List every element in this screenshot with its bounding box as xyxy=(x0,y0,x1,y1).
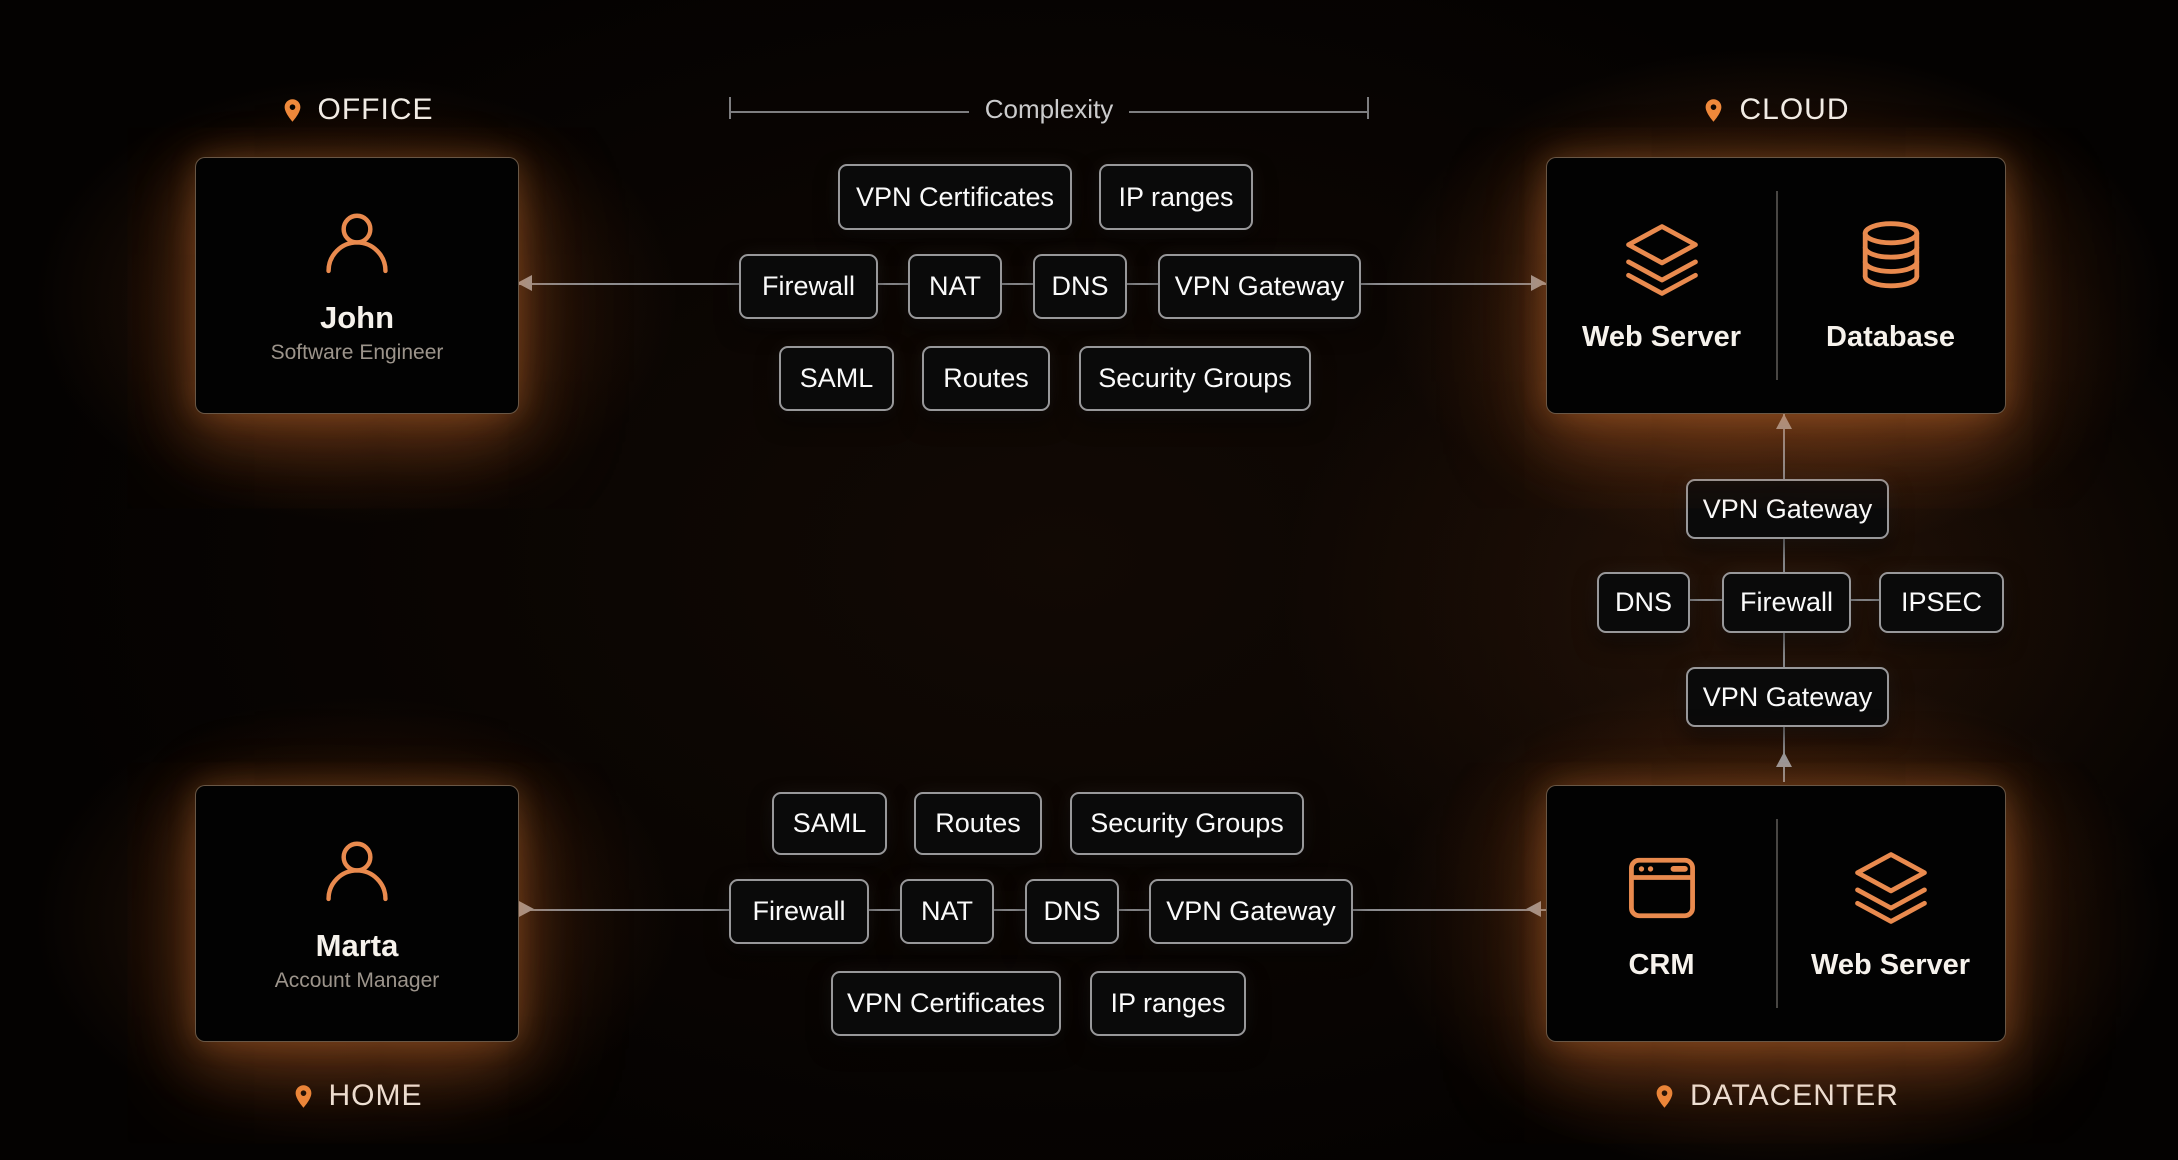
arrowhead-to-office-icon xyxy=(517,275,532,291)
office-label: OFFICE xyxy=(195,90,517,130)
cloud-database[interactable]: Database xyxy=(1776,158,2005,413)
cloud-label-text: CLOUD xyxy=(1739,93,1850,126)
node-saml-bottom[interactable]: SAML xyxy=(772,792,887,855)
node-ipsec-right[interactable]: IPSEC xyxy=(1879,572,2004,633)
complexity-label: Complexity xyxy=(984,94,1114,124)
node-saml-top[interactable]: SAML xyxy=(779,346,894,411)
node-dns-bottom[interactable]: DNS xyxy=(1025,879,1119,944)
card-divider xyxy=(1776,191,1778,380)
node-dns-right[interactable]: DNS xyxy=(1597,572,1690,633)
layers-icon xyxy=(1854,852,1927,924)
node-firewall-right[interactable]: Firewall xyxy=(1722,572,1851,633)
person-name: John xyxy=(319,300,395,335)
node-nat-bottom[interactable]: NAT xyxy=(900,879,994,944)
service-name: Web Server xyxy=(1810,949,1971,981)
node-nat-top[interactable]: NAT xyxy=(908,254,1002,319)
node-firewall-top[interactable]: Firewall xyxy=(739,254,878,319)
bracket-right-tick xyxy=(1367,97,1369,119)
cloud-card[interactable]: Web Server Database xyxy=(1546,157,2006,414)
card-divider xyxy=(1776,819,1778,1008)
bracket-right-line xyxy=(1129,110,1369,113)
node-routes-top[interactable]: Routes xyxy=(922,346,1050,411)
node-vpn-gateway-top[interactable]: VPN Gateway xyxy=(1158,254,1361,319)
person-role: Account Manager xyxy=(274,969,440,992)
arrowhead-up-from-datacenter-icon xyxy=(1776,752,1792,767)
home-label-text: HOME xyxy=(328,1079,423,1112)
node-vpn-gateway-cloud-side[interactable]: VPN Gateway xyxy=(1686,479,1889,539)
location-pin-icon xyxy=(1656,1084,1673,1108)
browser-window-icon xyxy=(1628,857,1695,919)
bracket-left-tick xyxy=(729,97,731,119)
arrowhead-up-to-cloud-icon xyxy=(1776,414,1792,429)
node-ip-ranges-bottom[interactable]: IP ranges xyxy=(1090,971,1246,1036)
datacenter-web-server[interactable]: Web Server xyxy=(1776,786,2005,1041)
service-name: Database xyxy=(1826,321,1955,353)
datacenter-label: DATACENTER xyxy=(1546,1076,2004,1116)
location-pin-icon xyxy=(295,1084,311,1108)
complexity-bracket: Complexity xyxy=(729,94,1369,127)
node-security-groups-top[interactable]: Security Groups xyxy=(1079,346,1311,411)
node-firewall-bottom[interactable]: Firewall xyxy=(729,879,869,944)
connector-office-cloud xyxy=(517,283,1546,285)
node-vpn-gateway-bottom[interactable]: VPN Gateway xyxy=(1149,879,1353,944)
person-name: Marta xyxy=(315,928,399,963)
database-icon xyxy=(1862,221,1919,289)
node-routes-bottom[interactable]: Routes xyxy=(914,792,1042,855)
arrowhead-to-cloud-icon xyxy=(1531,275,1546,291)
home-label: HOME xyxy=(195,1076,517,1116)
home-marta-card[interactable]: Marta Account Manager xyxy=(195,785,519,1042)
node-security-groups-bottom[interactable]: Security Groups xyxy=(1070,792,1304,855)
datacenter-card[interactable]: CRM Web Server xyxy=(1546,785,2006,1042)
arrowhead-from-home-icon xyxy=(519,901,534,917)
service-name: CRM xyxy=(1628,949,1695,981)
location-pin-icon xyxy=(1706,98,1722,122)
node-dns-top[interactable]: DNS xyxy=(1033,254,1127,319)
node-vpn-gateway-datacenter-side[interactable]: VPN Gateway xyxy=(1686,667,1889,727)
service-name: Web Server xyxy=(1581,321,1742,353)
arrowhead-from-datacenter-icon xyxy=(1526,901,1541,917)
layers-icon xyxy=(1625,224,1698,296)
node-vpn-certificates-bottom[interactable]: VPN Certificates xyxy=(831,971,1061,1036)
cloud-label: CLOUD xyxy=(1546,90,2004,130)
person-icon xyxy=(326,213,388,274)
node-ip-ranges-top[interactable]: IP ranges xyxy=(1099,164,1253,230)
office-john-card[interactable]: John Software Engineer xyxy=(195,157,519,414)
node-vpn-certificates-top[interactable]: VPN Certificates xyxy=(838,164,1072,230)
office-label-text: OFFICE xyxy=(317,93,434,126)
datacenter-label-text: DATACENTER xyxy=(1690,1079,1899,1112)
location-pin-icon xyxy=(284,98,300,122)
bracket-left-line xyxy=(729,110,969,113)
person-icon xyxy=(326,841,388,902)
datacenter-crm[interactable]: CRM xyxy=(1547,786,1776,1041)
cloud-web-server[interactable]: Web Server xyxy=(1547,158,1776,413)
person-role: Software Engineer xyxy=(270,341,444,364)
